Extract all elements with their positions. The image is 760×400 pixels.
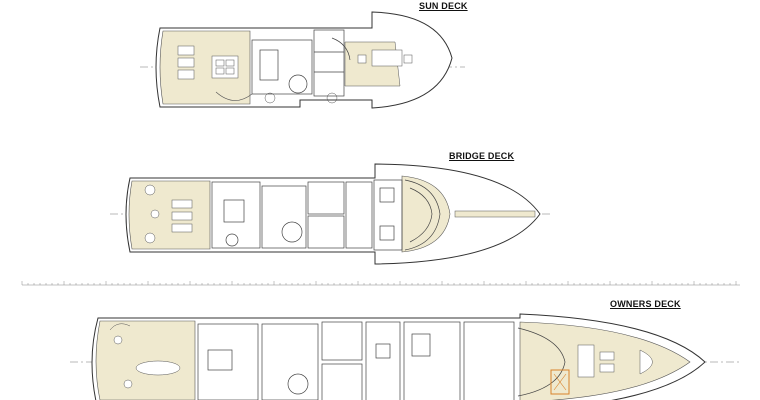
bridge-deck-plan bbox=[110, 163, 552, 265]
bridge-deck-title: BRIDGE DECK bbox=[449, 151, 515, 161]
sun-deck-plan bbox=[140, 11, 465, 109]
scale-ruler bbox=[21, 281, 740, 286]
sun-deck-title: SUN DECK bbox=[419, 1, 468, 11]
owners-deck-plan bbox=[70, 313, 740, 400]
owners-deck-title: OWNERS DECK bbox=[610, 299, 681, 309]
